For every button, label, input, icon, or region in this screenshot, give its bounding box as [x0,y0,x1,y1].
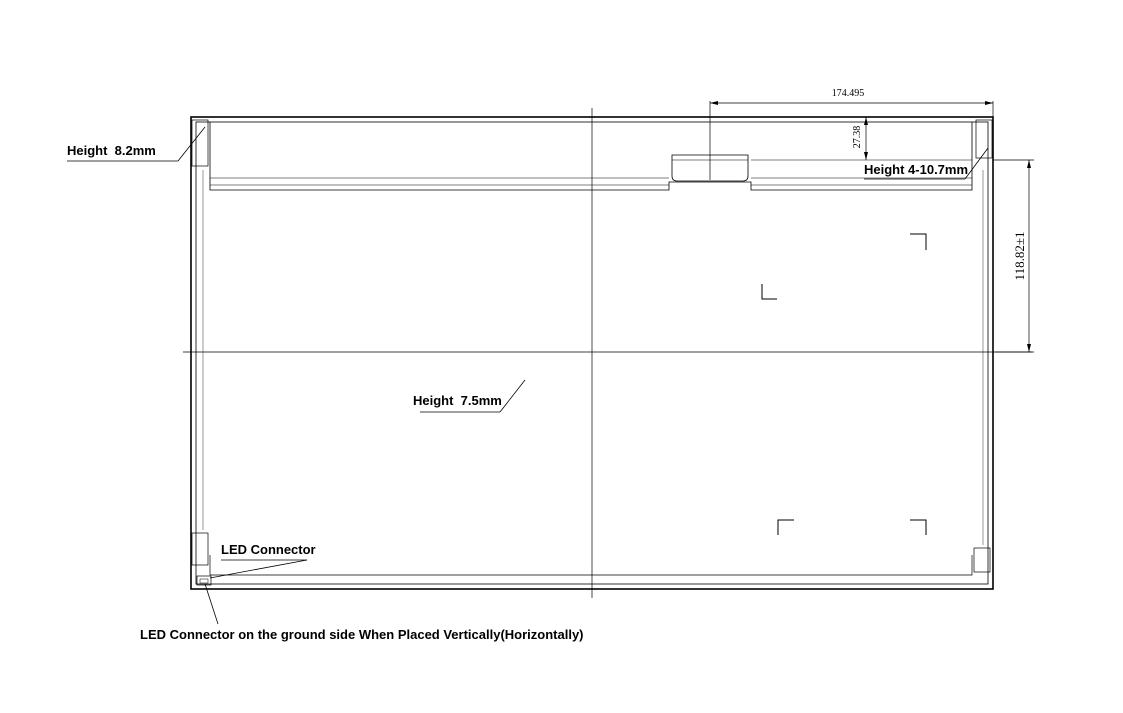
dimension-top-offset: 27.38 [852,117,868,160]
callout-led-ground-note: LED Connector on the ground side When Pl… [140,583,584,642]
callout-led-ground-note-label: LED Connector on the ground side When Pl… [140,627,584,642]
alignment-marks [761,233,927,535]
callout-led-connector-label: LED Connector [221,542,316,557]
callout-height-center: Height 7.5mm [413,379,526,413]
callout-height-right-label: Height 4-10.7mm [864,162,968,177]
callout-led-connector: LED Connector [209,542,316,579]
callout-height-center-label: Height 7.5mm [413,393,502,408]
center-lines [183,108,1032,598]
dimension-width: 174.495 [709,88,994,180]
callout-height-right: Height 4-10.7mm [864,147,989,180]
dimension-top-offset-value: 27.38 [852,126,863,149]
dimension-width-value: 174.495 [832,88,865,99]
callout-height-left: Height 8.2mm [67,126,206,162]
dimension-height-value: 118.82±1 [1012,232,1027,281]
dimension-height: 118.82±1 [993,159,1034,353]
callout-height-left-label: Height 8.2mm [67,143,156,158]
